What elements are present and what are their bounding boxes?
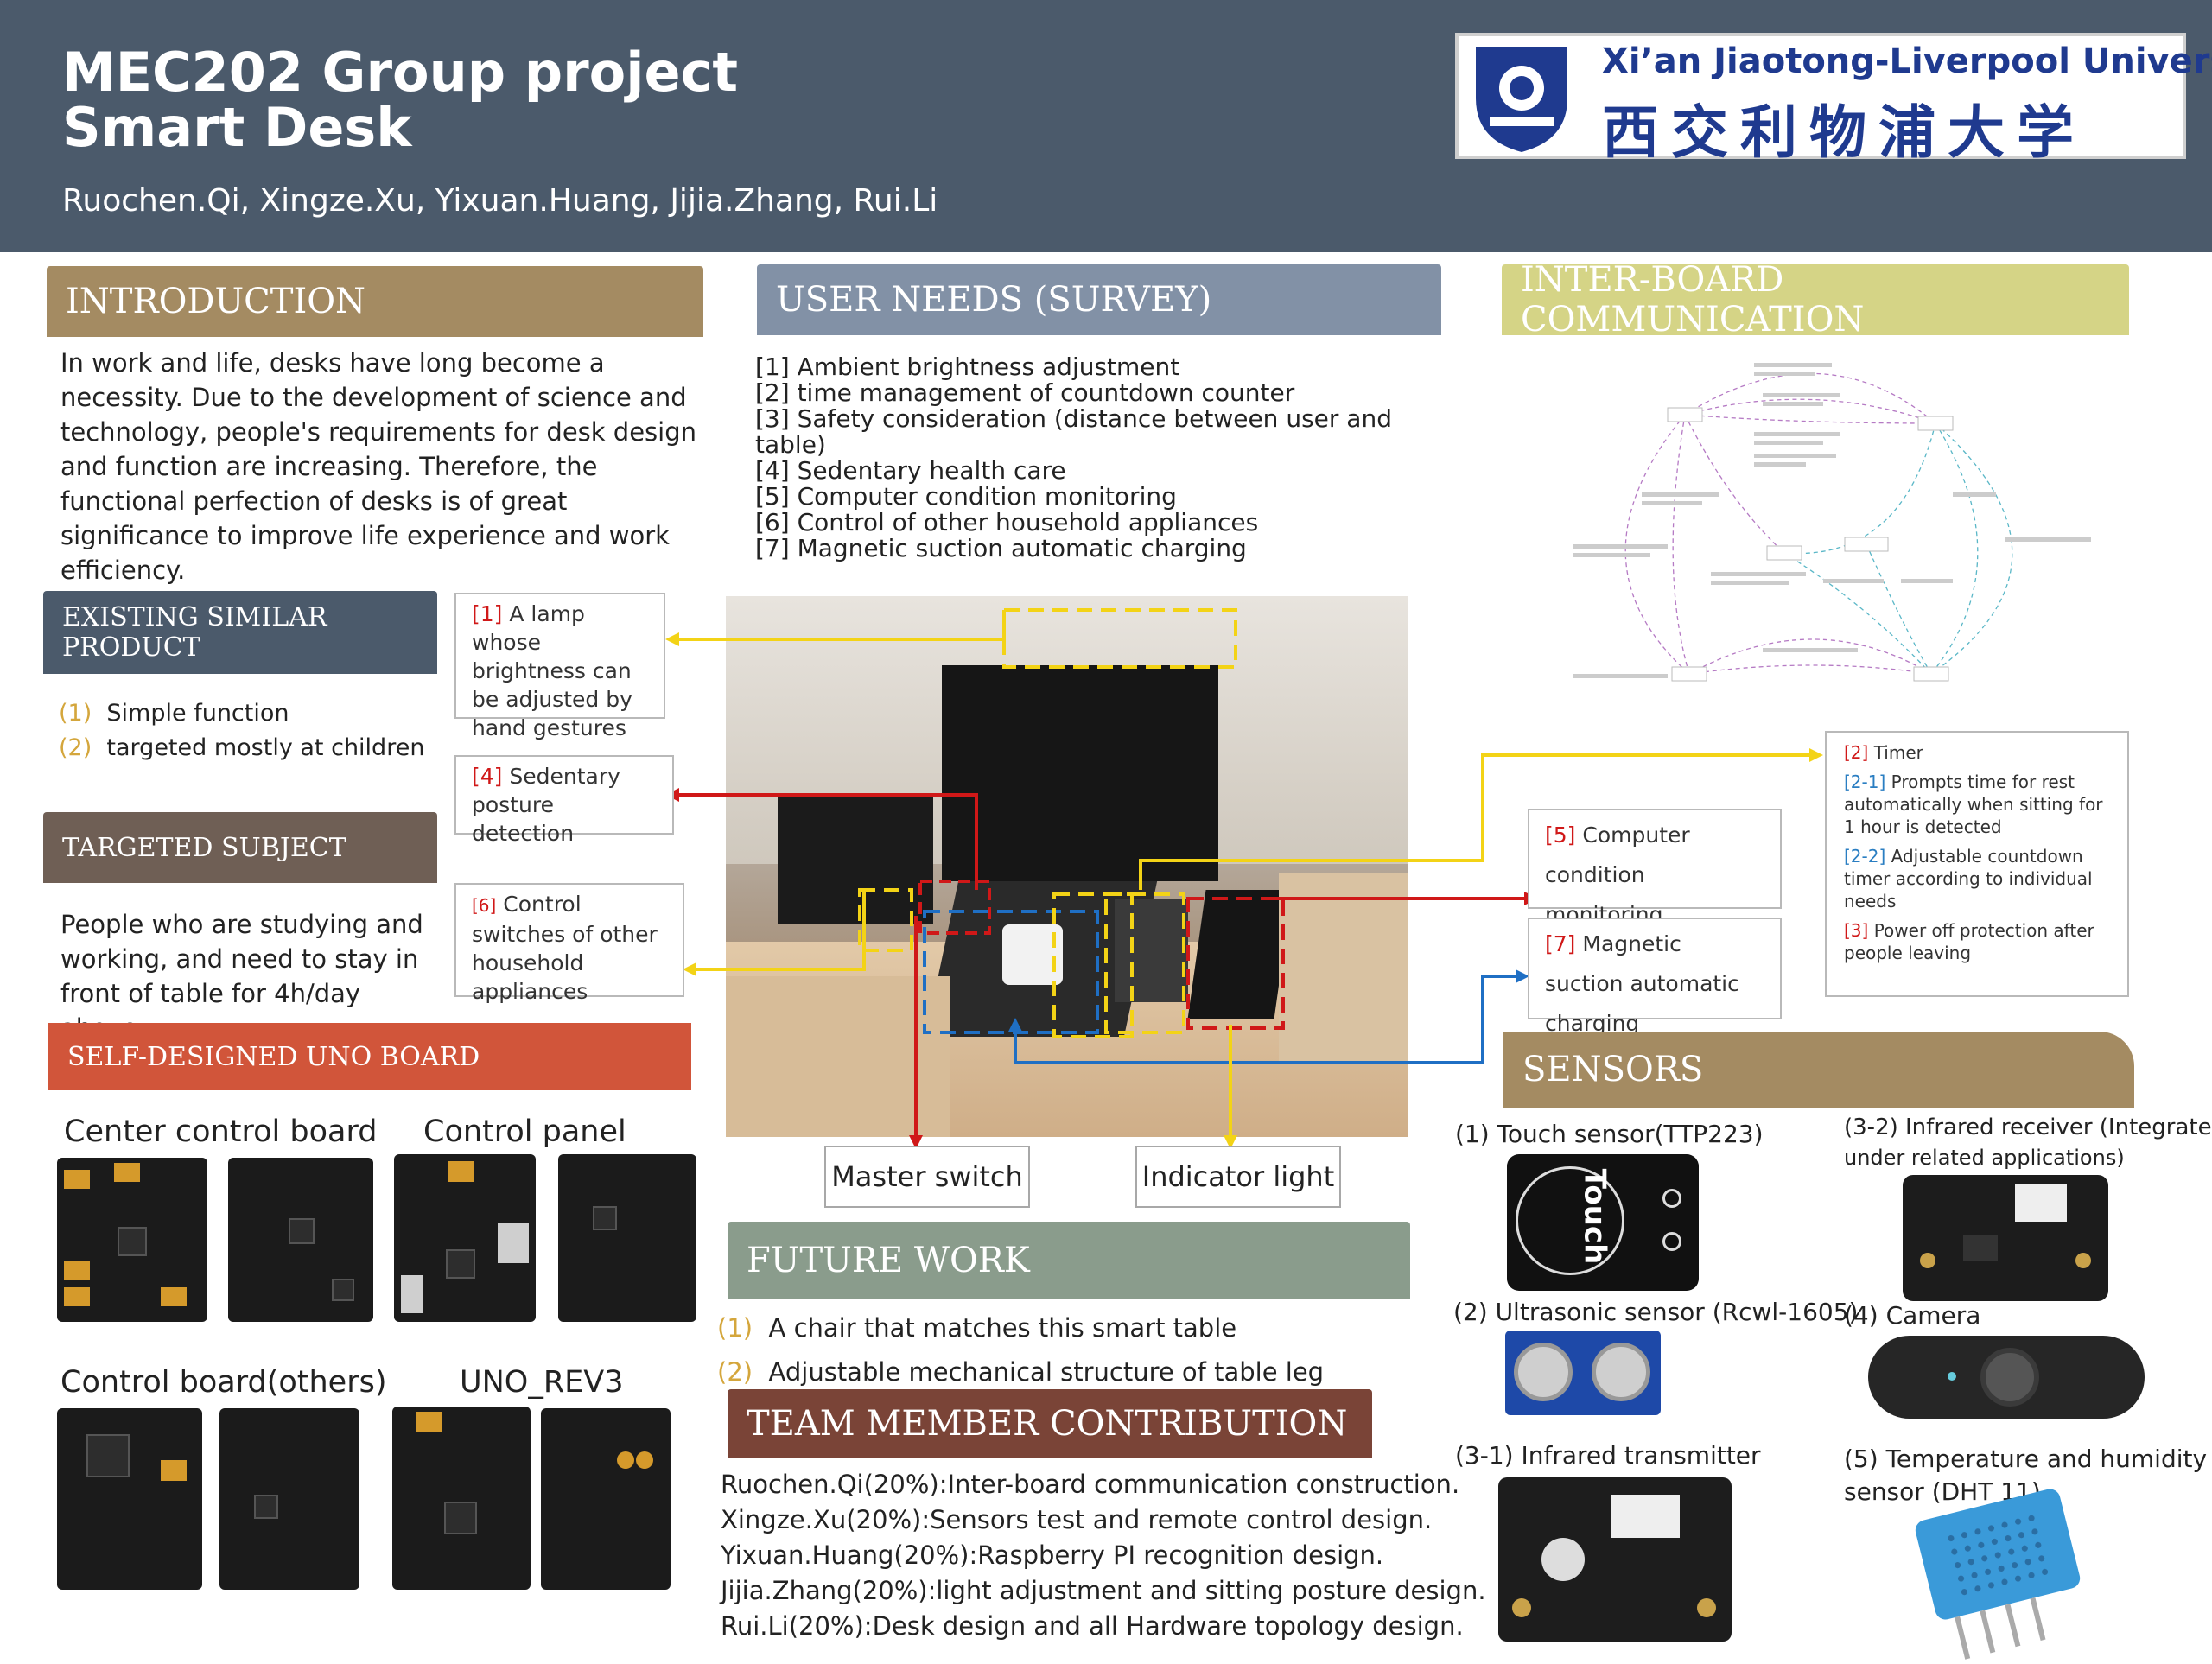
sensor-temp-label: (5) Temperature and humidity xyxy=(1844,1445,2208,1473)
contribution-item: Yixuan.Huang(20%):Raspberry PI recogniti… xyxy=(721,1540,1384,1570)
existing-product-heading: EXISTING SIMILAR PRODUCT xyxy=(43,591,437,674)
user-need-item: [6] Control of other household appliance… xyxy=(755,508,1259,537)
team-contribution-list: Ruochen.Qi(20%):Inter-board communicatio… xyxy=(721,1467,1486,1644)
contribution-item: Xingze.Xu(20%):Sensors test and remote c… xyxy=(721,1505,1433,1534)
callout-text: Magnetic suction automatic charging xyxy=(1545,931,1739,1036)
ir-transmitter-image xyxy=(1498,1477,1732,1642)
targeted-subject-heading: TARGETED SUBJECT xyxy=(43,812,437,883)
callout-text: Sedentary posture detection xyxy=(472,764,620,846)
sensor-camera-label: (4) Camera xyxy=(1844,1301,1981,1330)
camera-image xyxy=(1868,1336,2145,1419)
communication-diagram xyxy=(1573,363,2091,682)
uno-rev3-back-image xyxy=(541,1408,671,1590)
inter-board-heading: INTER-BOARD COMMUNICATION xyxy=(1502,260,2129,340)
logo-chinese-name: 西交利物浦大学 xyxy=(1602,99,2086,166)
indicator-light-label: Indicator light xyxy=(1135,1146,1341,1208)
future-work-heading: FUTURE WORK xyxy=(728,1222,1410,1299)
callout-text: Power off protection after people leavin… xyxy=(1844,920,2094,963)
board-label: UNO_REV3 xyxy=(460,1365,624,1400)
sensors-heading: SENSORS xyxy=(1503,1032,2134,1108)
touch-sensor-text: Touch xyxy=(1577,1168,1612,1265)
callout-text: Computer condition monitoring xyxy=(1545,822,1690,927)
poster-title: MEC202 Group project xyxy=(62,41,738,104)
future-work-list: (1) A chair that matches this smart tabl… xyxy=(717,1306,1324,1394)
callout-lamp: [1] A lamp whose brightness can be adjus… xyxy=(454,593,665,740)
annotation-overlay xyxy=(858,608,1285,1038)
list-text: Simple function xyxy=(106,700,289,727)
uno-rev3-image xyxy=(392,1407,531,1590)
callout-text: Adjustable countdown timer according to … xyxy=(1844,846,2093,911)
team-contribution-heading: TEAM MEMBER CONTRIBUTION xyxy=(728,1389,1372,1458)
uno-board-heading: SELF-DESIGNED UNO BOARD xyxy=(48,1023,691,1090)
introduction-text: In work and life, desks have long become… xyxy=(60,348,697,585)
board-label: Center control board xyxy=(64,1115,378,1149)
user-need-item: [4] Sedentary health care xyxy=(755,456,1066,485)
control-panel-back-image xyxy=(558,1154,696,1322)
author-list: Ruochen.Qi, Xingze.Xu, Yixuan.Huang, Jij… xyxy=(62,183,938,219)
sensor-ir-receiver-label: (3-2) Infrared receiver (Integrated xyxy=(1844,1115,2212,1140)
board-label: Control board(others) xyxy=(60,1365,387,1400)
sensor-ultrasonic-label: (2) Ultrasonic sensor (Rcwl-1605) xyxy=(1453,1298,1859,1326)
contribution-item: Rui.Li(20%):Desk design and all Hardware… xyxy=(721,1611,1464,1641)
list-number: (1) xyxy=(717,1313,753,1343)
list-number: (1) xyxy=(59,700,92,727)
center-control-board-back-image xyxy=(228,1158,373,1322)
existing-product-list: (1) Simple function (2) targeted mostly … xyxy=(59,696,424,765)
ir-receiver-image xyxy=(1903,1175,2108,1301)
callout-charging: [7] Magnetic suction automatic charging xyxy=(1528,918,1782,1036)
callout-number: [2-1] xyxy=(1844,772,1886,792)
university-crest-icon xyxy=(1476,47,1567,152)
callout-household: [6] Control switches of other household … xyxy=(454,883,684,1004)
sensor-ir-receiver-note: under related applications) xyxy=(1844,1146,2125,1170)
ultrasonic-sensor-image xyxy=(1505,1331,1661,1415)
callout-number: [3] xyxy=(1844,920,1869,941)
callout-text: A lamp whose brightness can be adjusted … xyxy=(472,601,632,740)
callout-text: Prompts time for rest automatically when… xyxy=(1844,772,2103,837)
user-need-item: [7] Magnetic suction automatic charging xyxy=(755,534,1247,562)
university-logo: Xi’an Jiaotong-Liverpool University 西交利物… xyxy=(1455,33,2212,166)
callout-number: [7] xyxy=(1545,931,1576,956)
touch-sensor-image: Touch xyxy=(1507,1154,1699,1291)
master-switch-label: Master switch xyxy=(824,1146,1030,1208)
sensor-ir-transmitter-label: (3-1) Infrared transmitter xyxy=(1455,1441,1761,1470)
callout-timer: [2] Timer [2-1] Prompts time for rest au… xyxy=(1825,731,2129,997)
introduction-heading: INTRODUCTION xyxy=(47,266,703,337)
list-number: (2) xyxy=(717,1357,753,1387)
board-label: Control panel xyxy=(423,1115,626,1149)
callout-number: [5] xyxy=(1545,822,1576,848)
callout-number: [2] xyxy=(1844,742,1869,763)
control-board-others-back-image xyxy=(219,1408,359,1590)
callout-number: [1] xyxy=(472,601,503,626)
list-number: (2) xyxy=(59,734,92,761)
list-text: Adjustable mechanical structure of table… xyxy=(768,1357,1325,1387)
user-needs-list: [1] Ambient brightness adjustment [2] ti… xyxy=(755,354,1446,562)
user-need-item: [5] Computer condition monitoring xyxy=(755,482,1177,511)
user-needs-heading: USER NEEDS (SURVEY) xyxy=(757,264,1441,335)
callout-number: [6] xyxy=(472,895,497,916)
user-need-item: [2] time management of countdown counter xyxy=(755,378,1295,407)
user-need-item: [1] Ambient brightness adjustment xyxy=(755,352,1180,381)
callout-text: Control switches of other household appl… xyxy=(472,892,658,1004)
logo-english-name: Xi’an Jiaotong-Liverpool University xyxy=(1602,41,2212,81)
list-text: targeted mostly at children xyxy=(106,734,425,761)
contribution-item: Jijia.Zhang(20%):light adjustment and si… xyxy=(721,1576,1486,1605)
contribution-item: Ruochen.Qi(20%):Inter-board communicatio… xyxy=(721,1470,1460,1499)
user-need-item: [3] Safety consideration (distance betwe… xyxy=(755,404,1392,459)
control-board-others-image xyxy=(57,1408,202,1590)
callout-number: [2-2] xyxy=(1844,846,1886,867)
callout-text: Timer xyxy=(1873,742,1923,763)
control-panel-image xyxy=(394,1154,536,1322)
callout-number: [4] xyxy=(472,764,503,789)
callout-computer: [5] Computer condition monitoring xyxy=(1528,809,1782,927)
poster-subtitle: Smart Desk xyxy=(62,96,412,159)
callout-sedentary: [4] Sedentary posture detection xyxy=(454,755,674,846)
list-text: A chair that matches this smart table xyxy=(768,1313,1237,1343)
sensor-touch-label: (1) Touch sensor(TTP223) xyxy=(1455,1120,1764,1148)
center-control-board-image xyxy=(57,1158,207,1322)
